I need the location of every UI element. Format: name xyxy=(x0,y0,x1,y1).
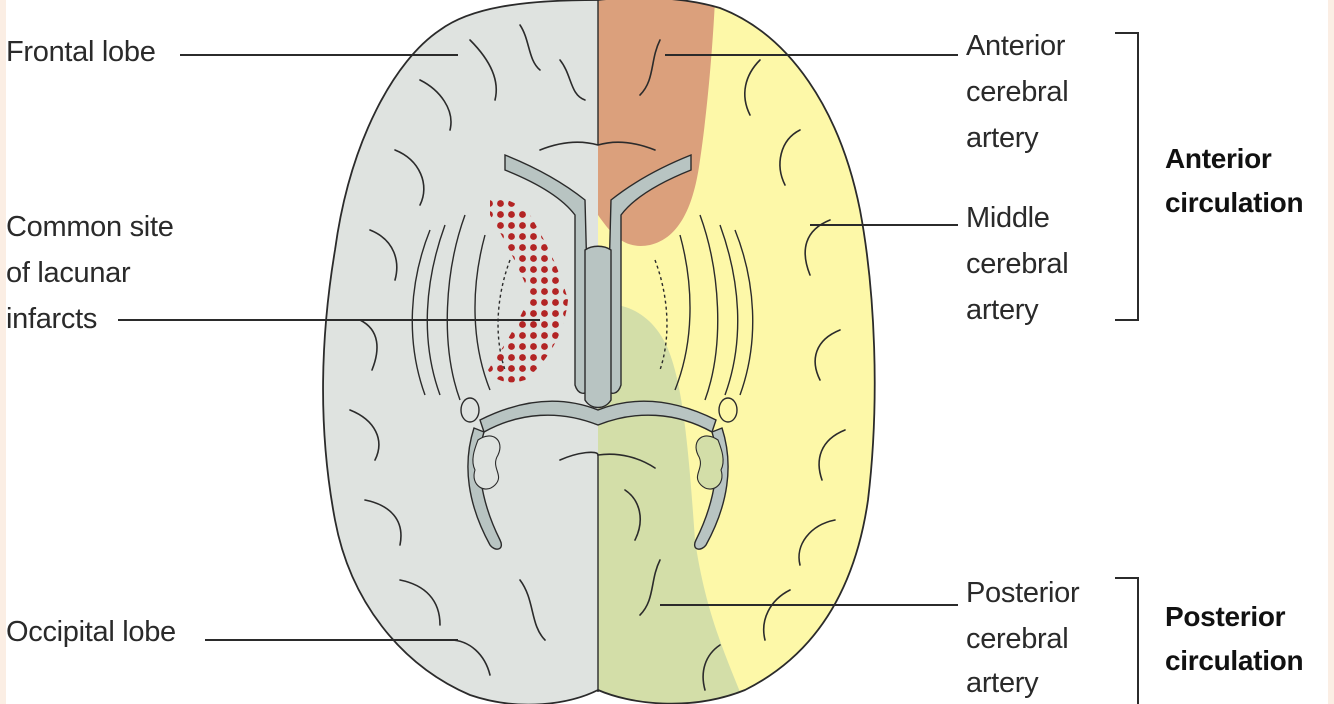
anterior-circulation-bracket xyxy=(1115,32,1139,321)
posterior-cerebral-label-line-1: Posterior xyxy=(966,577,1080,609)
anterior-cerebral-label-line-1: Anterior xyxy=(966,30,1066,62)
anterior-cerebral-label-line-2: cerebral xyxy=(966,76,1069,108)
anterior-circulation-label-line-2: circulation xyxy=(1165,187,1304,218)
lacunar-label-line-3: infarcts xyxy=(6,303,98,335)
posterior-cerebral-label-line-3: artery xyxy=(966,667,1039,699)
anterior-cerebral-territory xyxy=(598,0,715,246)
posterior-cerebral-label-line-2: cerebral xyxy=(966,623,1069,655)
posterior-circulation-label-line-1: Posterior xyxy=(1165,601,1286,632)
lacunar-label-line-1: Common site xyxy=(6,211,174,243)
deep-structures xyxy=(411,214,754,423)
posterior-circulation-label-line-2: circulation xyxy=(1165,645,1304,676)
lacunar-label-line-2: of lacunar xyxy=(6,257,131,289)
leader-lines xyxy=(118,54,958,641)
anterior-circulation-label-line-1: Anterior xyxy=(1165,143,1272,174)
anterior-cerebral-label-line-3: artery xyxy=(966,122,1039,154)
sulci xyxy=(349,24,846,691)
frontal-lobe-label: Frontal lobe xyxy=(6,36,156,68)
middle-cerebral-label-line-1: Middle xyxy=(966,202,1050,234)
lacunar-infarct-region xyxy=(488,198,568,383)
middle-cerebral-label-line-3: artery xyxy=(966,294,1039,326)
posterior-circulation-bracket xyxy=(1115,577,1139,704)
middle-cerebral-label-line-2: cerebral xyxy=(966,248,1069,280)
occipital-lobe-label: Occipital lobe xyxy=(6,616,176,648)
hippocampus xyxy=(472,435,724,490)
